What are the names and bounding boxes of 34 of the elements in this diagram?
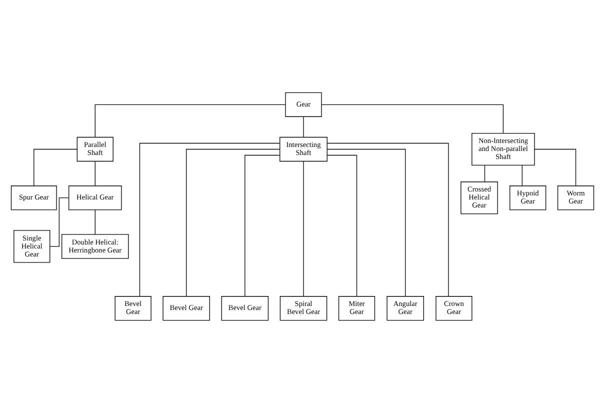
connector: [303, 161, 304, 297]
connector: [186, 148, 280, 296]
connector: [244, 154, 280, 297]
connector: [327, 142, 449, 297]
connector: [34, 148, 78, 186]
node-box: Non-Intersecting and Non-parallel Shaft: [472, 132, 535, 166]
node-box: Gear: [285, 92, 322, 117]
node-box: Intersecting Shaft: [280, 136, 328, 162]
node-box: Crossed Helical Gear: [460, 182, 498, 214]
connector: [522, 165, 523, 186]
node-box: Bevel Gear: [114, 296, 152, 321]
connector: [94, 104, 286, 138]
node-box: Single Helical Gear: [14, 230, 50, 263]
connector: [327, 148, 406, 296]
connector: [94, 210, 96, 235]
connector: [484, 165, 486, 182]
node-box: Bevel Gear: [162, 296, 210, 321]
connector: [321, 104, 504, 134]
connector: [327, 154, 358, 297]
node-box: Crown Gear: [436, 296, 472, 321]
node-box: Spur Gear: [10, 186, 57, 210]
node-box: Spiral Bevel Gear: [280, 296, 328, 321]
node-box: Angular Gear: [386, 296, 424, 321]
node-box: Parallel Shaft: [76, 136, 114, 162]
connector: [534, 148, 576, 186]
node-box: Worm Gear: [557, 186, 594, 210]
node-box: Double Helical: Herringbone Gear: [62, 234, 129, 259]
node-box: Miter Gear: [338, 296, 376, 321]
node-box: Helical Gear: [68, 186, 122, 210]
connector: [303, 116, 304, 138]
node-box: Bevel Gear: [221, 296, 269, 321]
connector: [94, 160, 96, 186]
node-box: Hypoid Gear: [510, 186, 546, 210]
connector: [139, 142, 280, 297]
